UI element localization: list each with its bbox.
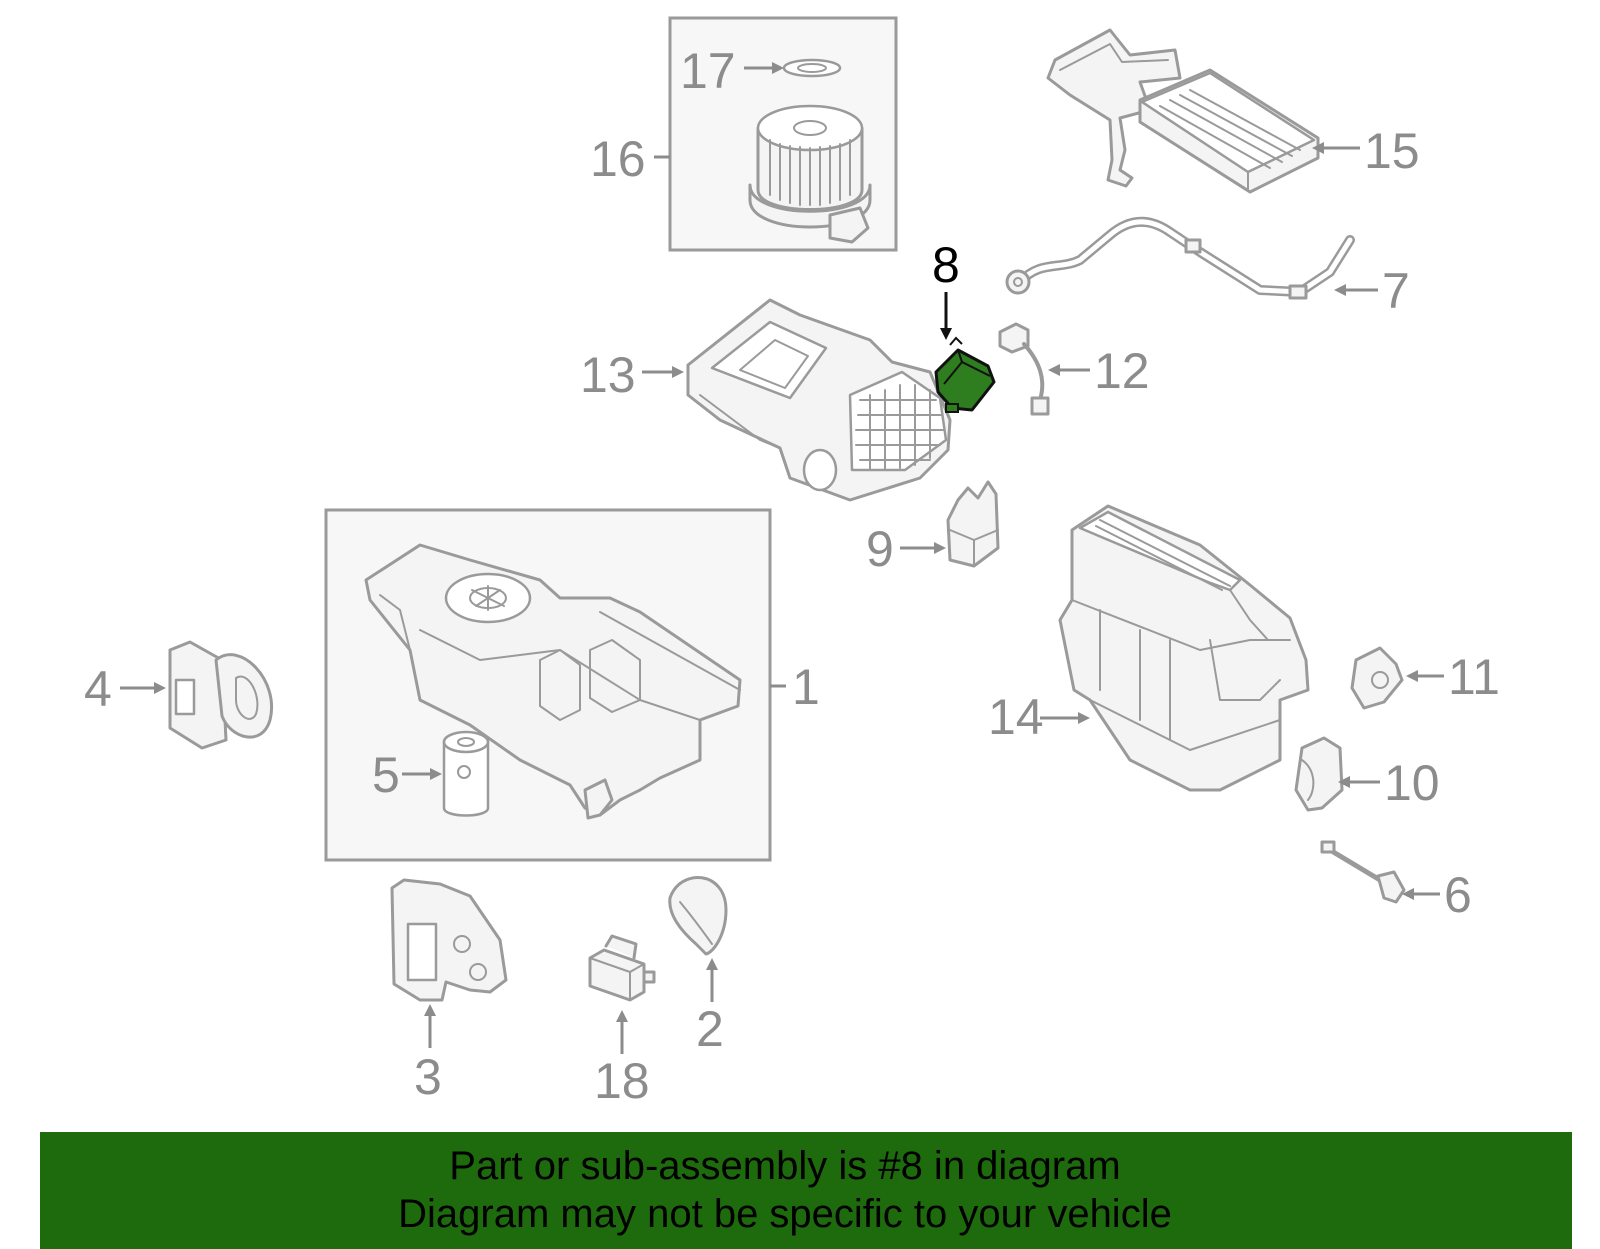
part-4-seal xyxy=(168,640,273,750)
part-16-blower-motor xyxy=(668,16,898,252)
callout-13: 13 xyxy=(580,347,636,403)
callout-14: 14 xyxy=(988,689,1044,745)
callout-7: 7 xyxy=(1382,263,1410,319)
callout-9: 9 xyxy=(866,521,894,577)
callout-4: 4 xyxy=(84,661,112,717)
part-11-clip xyxy=(1350,646,1404,710)
part-12-sensor xyxy=(998,322,1050,416)
callout-17: 17 xyxy=(680,43,736,99)
callout-12: 12 xyxy=(1094,343,1150,399)
callout-6: 6 xyxy=(1444,867,1472,923)
callout-1: 1 xyxy=(792,659,820,715)
part-1-hvac-case xyxy=(324,508,772,862)
part-2-cap xyxy=(668,875,728,956)
part-8-highlighted xyxy=(934,336,996,413)
part-14-evaporator-case xyxy=(1058,504,1310,792)
part-9-bracket xyxy=(946,480,1000,568)
part-13-blower-housing xyxy=(686,298,952,502)
part-15-heater-core xyxy=(1046,28,1320,194)
part-7-tube-assembly xyxy=(1005,216,1355,300)
footer-note-part: Part or sub-assembly is #8 in diagram xyxy=(449,1144,1121,1188)
callout-2: 2 xyxy=(696,1001,724,1057)
callout-5: 5 xyxy=(372,747,400,803)
callout-18: 18 xyxy=(594,1053,650,1109)
part-18-connector xyxy=(588,934,656,1002)
footer-banner: Part or sub-assembly is #8 in diagram Di… xyxy=(40,1132,1572,1249)
callout-11: 11 xyxy=(1448,649,1500,705)
callout-15: 15 xyxy=(1364,123,1420,179)
part-3-plate xyxy=(390,878,508,1002)
callout-16: 16 xyxy=(590,131,646,187)
part-6-sensor xyxy=(1320,840,1406,904)
callout-3: 3 xyxy=(414,1049,442,1105)
part-10-actuator xyxy=(1294,736,1344,812)
footer-note-disclaimer: Diagram may not be specific to your vehi… xyxy=(398,1192,1172,1236)
callout-10: 10 xyxy=(1384,755,1440,811)
callout-8-highlighted: 8 xyxy=(932,237,960,293)
